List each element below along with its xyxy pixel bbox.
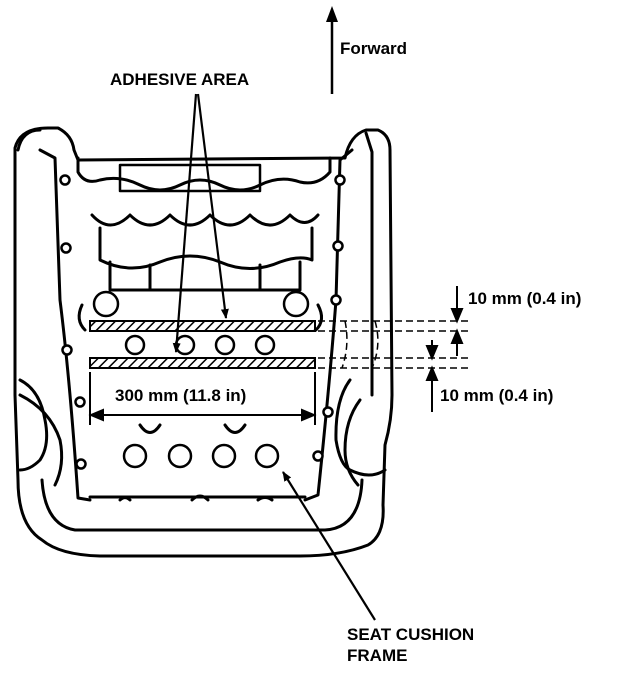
frame-label-line1: SEAT CUSHION (347, 625, 475, 644)
frame-leader (282, 471, 376, 621)
top-offset-dimension (450, 286, 464, 356)
left-rail (38, 148, 92, 502)
width-dimension-line (88, 372, 317, 425)
gap-dimension (425, 340, 439, 412)
width-dimension-label: 300 mm (11.8 in) (112, 386, 250, 406)
adhesive-leaders (172, 93, 229, 353)
adhesive-strip-top (89, 320, 316, 332)
adhesive-strip-bottom (89, 357, 316, 369)
forward-arrow (326, 6, 338, 94)
top-offset-label: 10 mm (0.4 in) (468, 289, 582, 308)
pan-holes (122, 334, 280, 469)
adhesive-area-label: ADHESIVE AREA (110, 70, 250, 89)
seat-cushion-frame-label: SEAT CUSHION FRAME (347, 624, 474, 666)
rear-bolster (76, 156, 332, 192)
frame-label-line2: FRAME (347, 646, 408, 665)
strip-gap-label: 10 mm (0.4 in) (440, 386, 554, 405)
forward-label: Forward (340, 39, 408, 58)
mounting-holes (59, 174, 346, 470)
dimension-extension-lines (318, 320, 470, 369)
frame-outline (13, 126, 394, 558)
